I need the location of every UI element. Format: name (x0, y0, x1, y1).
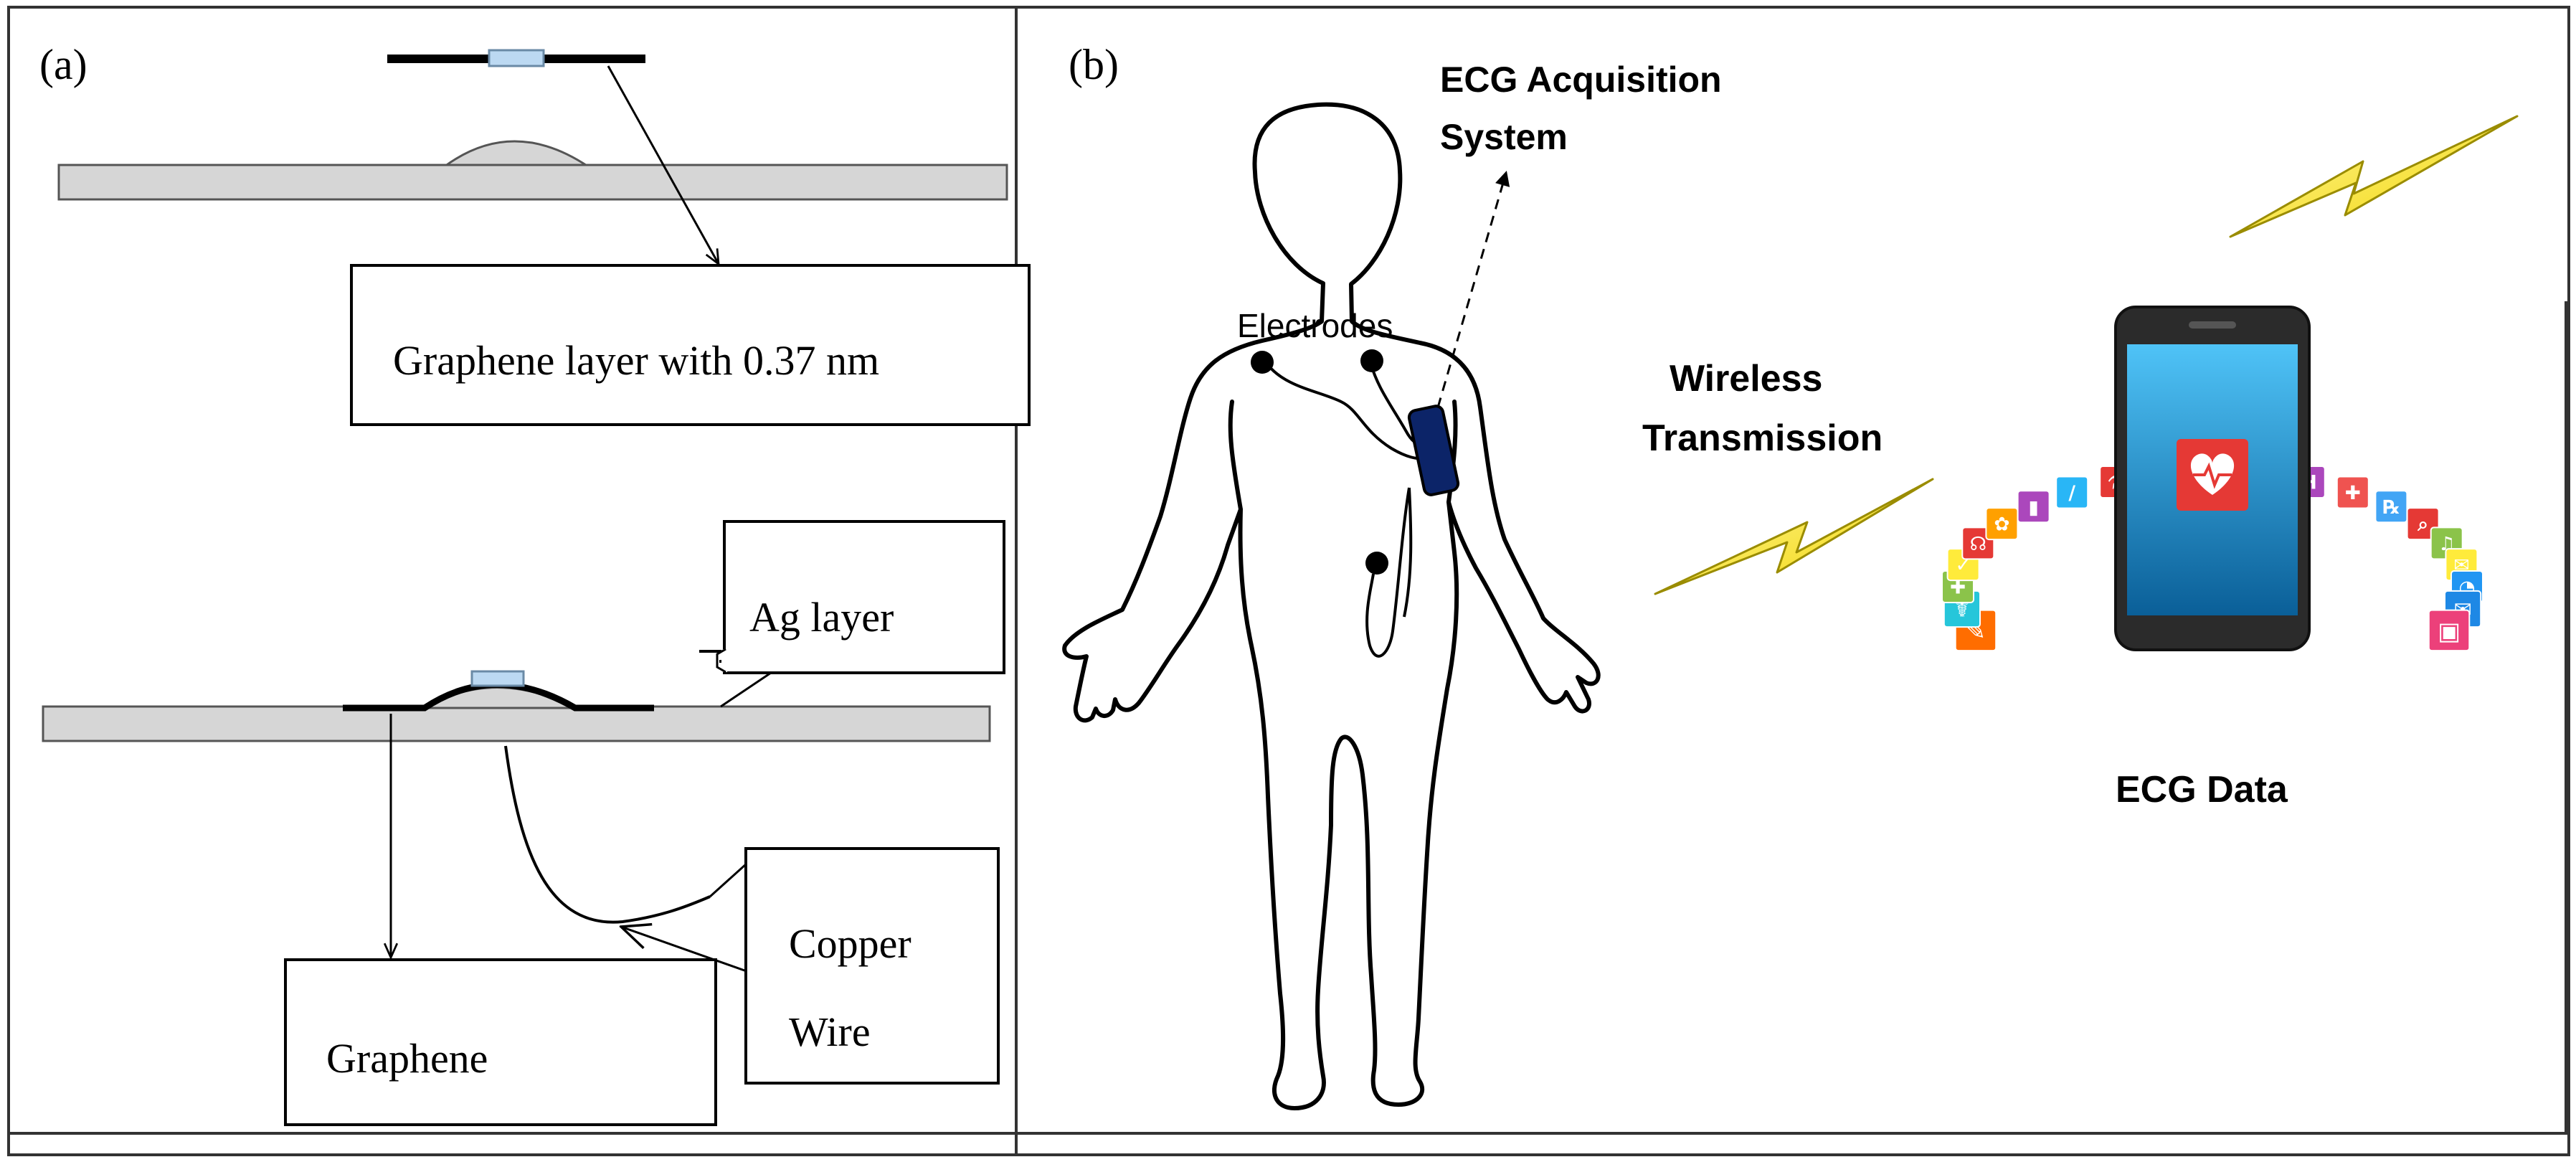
copper-wire-arrow-stub (709, 863, 747, 898)
app-tile-icon: ▮ (2017, 490, 2050, 524)
svg-text:✓: ✓ (1956, 554, 1971, 577)
smartphone-icon (2114, 306, 2311, 651)
electrode-left (1251, 351, 1274, 374)
lightning-bolt-right-icon (2229, 115, 2519, 238)
acquisition-dashed-arrow (1436, 171, 1510, 408)
svg-text:▮: ▮ (2028, 496, 2039, 519)
acquisition-label-2: System (1440, 117, 1568, 157)
electrode-dots (1251, 349, 1388, 575)
thickness-arrow (607, 65, 719, 264)
top-substrate (57, 140, 1008, 201)
app-tile-icon: ℞ (2374, 490, 2408, 524)
app-tile-icon: / (2055, 476, 2089, 509)
electrode-lower (1365, 552, 1388, 575)
wireless-label-2: Transmission (1642, 417, 1883, 459)
copper-wire-text-2: Wire (789, 1009, 871, 1055)
svg-text:✚: ✚ (1950, 577, 1966, 599)
svg-text:▣: ▣ (2438, 617, 2461, 645)
panel-a-label: (a) (39, 41, 87, 88)
bottom-substrate (42, 670, 991, 742)
ecg-data-label: ECG Data (2116, 769, 2288, 811)
graphene-thickness-callout: Graphene layer with 0.37 nm (350, 264, 1031, 426)
ag-layer-pointer (716, 648, 726, 674)
panel-b-label: (b) (1069, 41, 1119, 88)
svg-text:✿: ✿ (1994, 514, 2009, 536)
ecg-acquisition-device (1407, 405, 1460, 496)
panel-a: (a) Graphene layer with 0.37 nm (39, 41, 1031, 1126)
copper-wire-callout: Copper Wire (744, 847, 1000, 1085)
app-tile-icon: ▣ (2428, 609, 2471, 652)
panel-b: (b) Electrodes ECG Acquisition System (1062, 41, 2519, 1110)
wireless-label-1: Wireless (1670, 358, 1822, 400)
svg-text:☤: ☤ (1955, 597, 1969, 623)
top-graphene-film (387, 49, 645, 67)
human-body-outline (1062, 102, 1601, 1110)
copper-wire (504, 745, 711, 924)
ag-layer-callout: Ag layer (699, 520, 1005, 674)
svg-text:⌕: ⌕ (2417, 514, 2428, 536)
app-tile-icon: ✚ (2336, 476, 2369, 509)
graphene-text: Graphene (326, 1035, 488, 1082)
copper-wire-arrow (621, 927, 759, 977)
lightning-bolt-left-icon (1654, 478, 1934, 595)
electrodes-label: Electrodes (1237, 307, 1393, 344)
graphene-callout: Graphene (284, 958, 717, 1126)
ag-layer-text: Ag layer (749, 594, 894, 641)
svg-text:℞: ℞ (2383, 496, 2400, 519)
ag-layer-arrow (720, 671, 772, 708)
acquisition-label-1: ECG Acquisition (1440, 60, 1722, 100)
svg-text:/: / (2068, 482, 2075, 504)
electrode-wires (1264, 359, 1428, 658)
figure-frame (7, 6, 2570, 1156)
graphene-thickness-text: Graphene layer with 0.37 nm (393, 337, 879, 384)
svg-text:✚: ✚ (2345, 482, 2361, 504)
app-tile-icon: ✿ (1985, 507, 2019, 541)
copper-wire-text-1: Copper (789, 920, 911, 967)
svg-text:☊: ☊ (1970, 533, 1987, 555)
electrode-right (1360, 349, 1383, 372)
